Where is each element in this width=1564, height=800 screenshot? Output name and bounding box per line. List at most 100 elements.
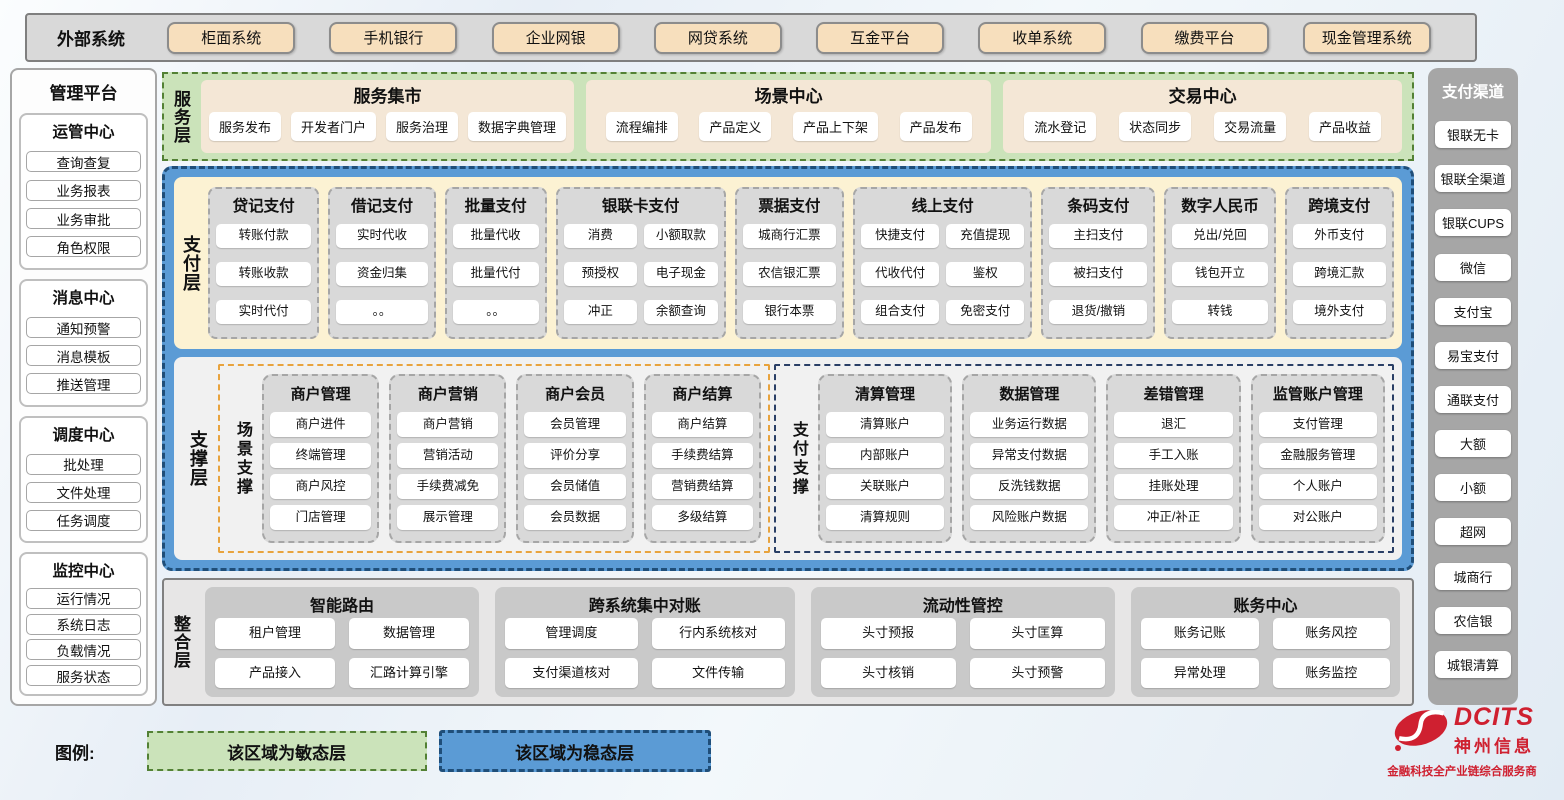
service-item-node: 产品定义 <box>699 112 772 141</box>
support-capability-node: 风险账户数据 <box>970 505 1089 530</box>
integration-layer: 整合层 智能路由 租户管理数据管理产品接入汇路计算引擎 跨系统集中对账 管理调度… <box>162 578 1414 706</box>
payment-capability-node: 跨境汇款 <box>1292 262 1386 286</box>
dcits-logo: DCITS 神州信息 金融科技全产业链综合服务商 <box>1366 702 1558 779</box>
payment-capability-node: 兑出/兑回 <box>1172 224 1268 248</box>
support-capability-node: 商户风控 <box>270 474 372 499</box>
service-item-node: 开发者门户 <box>291 112 377 141</box>
integration-capability-node: 账务风控 <box>1272 618 1390 649</box>
integration-capability-node: 头寸预警 <box>969 657 1106 688</box>
payment-channel-node: 银联无卡 <box>1435 121 1511 149</box>
payment-channel-node: 银联CUPS <box>1435 209 1511 237</box>
payment-capability-node: 主扫支付 <box>1049 224 1148 248</box>
management-item-node: 消息模板 <box>26 345 141 367</box>
service-group-trade-center: 交易中心 流水登记状态同步交易流量产品收益 <box>1003 80 1402 153</box>
integration-group: 账务中心 账务记账账务风控异常处理账务监控 <box>1131 587 1400 697</box>
support-capability-node: 手续费减免 <box>397 474 499 499</box>
management-platform-title: 管理平台 <box>49 84 118 103</box>
payment-group-title: 银联卡支付 <box>601 198 680 215</box>
service-group-title: 交易中心 <box>1168 87 1237 106</box>
payment-channel-node: 大额 <box>1435 430 1511 458</box>
management-group-items: 批处理文件处理任务调度 <box>26 447 141 535</box>
logo-tagline: 金融科技全产业链综合服务商 <box>1387 766 1537 778</box>
integration-group: 流动性管控 头寸预报头寸匡算头寸核销头寸预警 <box>810 587 1116 697</box>
support-group-title: 商户营销 <box>417 386 478 403</box>
service-group-scene-center: 场景中心 流程编排产品定义产品上下架产品发布 <box>586 80 992 153</box>
payment-capability-node: 组合支付 <box>861 300 940 324</box>
stable-layer-panel: 支付层 贷记支付 转账付款转账收款实时代付 借记支付 实时代收资金归集。。 批量… <box>162 166 1414 571</box>
service-group-items: 流水登记状态同步交易流量产品收益 <box>1011 107 1394 146</box>
support-capability-node: 门店管理 <box>270 505 372 530</box>
service-group-items: 服务发布开发者门户服务治理数据字典管理 <box>209 107 567 146</box>
support-group-title: 商户结算 <box>672 386 733 403</box>
support-layer-label: 支撑层 <box>188 430 208 487</box>
support-capability-node: 会员储值 <box>524 474 626 499</box>
legend-label: 图例: <box>55 743 95 763</box>
support-capability-node: 会员管理 <box>524 412 626 437</box>
external-systems-title: 外部系统 <box>57 30 125 49</box>
scene-support-label-wrap: 场景支撑 <box>227 374 257 543</box>
legend: 图例: 该区域为敏态层 该区域为稳态层 <box>55 730 711 772</box>
management-item-node: 运行情况 <box>26 587 141 609</box>
payment-channel-node: 易宝支付 <box>1435 341 1511 369</box>
external-systems-list: 柜面系统手机银行企业网银网贷系统互金平台收单系统缴费平台现金管理系统 <box>133 21 1465 54</box>
payment-channel-node: 农信银 <box>1435 606 1511 634</box>
support-capability-node: 商户结算 <box>651 412 753 437</box>
service-layer-label: 服务层 <box>171 89 190 144</box>
integration-capability-node: 支付渠道核对 <box>505 657 638 688</box>
payment-channel-node: 超网 <box>1435 518 1511 546</box>
payment-capability-node: 代收代付 <box>861 262 940 286</box>
support-capability-node: 金融服务管理 <box>1258 443 1377 468</box>
management-item-node: 查询查复 <box>26 151 141 173</box>
payment-group-title: 借记支付 <box>350 198 413 215</box>
management-item-node: 角色权限 <box>26 236 141 258</box>
integration-group-title: 流动性管控 <box>922 598 1003 615</box>
payment-capability-node: 预授权 <box>563 262 638 286</box>
support-group: 数据管理 业务运行数据异常支付数据反洗钱数据风险账户数据 <box>962 374 1097 543</box>
integration-group: 跨系统集中对账 管理调度行内系统核对支付渠道核对文件传输 <box>495 587 795 697</box>
support-layer: 支撑层 场景支撑 商户管理 商户进件终端管理商户风控门店管理 商户营销 商户营销… <box>174 357 1402 560</box>
management-group-items: 查询查复业务报表业务审批角色权限 <box>26 144 141 261</box>
payment-support-section: 支付支撑 清算管理 清算账户内部账户关联账户清算规则 数据管理 业务运行数据异常… <box>773 364 1394 553</box>
payment-capability-node: 银行本票 <box>742 300 836 324</box>
support-capability-node: 冲正/补正 <box>1114 505 1233 530</box>
support-capability-node: 营销费结算 <box>651 474 753 499</box>
payment-layer: 支付层 贷记支付 转账付款转账收款实时代付 借记支付 实时代收资金归集。。 批量… <box>174 177 1402 349</box>
logo-brand: DCITS <box>1454 702 1534 731</box>
support-group: 差错管理 退汇手工入账挂账处理冲正/补正 <box>1106 374 1241 543</box>
payment-channel-node: 通联支付 <box>1435 385 1511 413</box>
payment-capability-node: 境外支付 <box>1292 300 1386 324</box>
payment-group: 批量支付 批量代收批量代付。。 <box>444 187 547 339</box>
payment-group-title: 票据支付 <box>758 198 821 215</box>
integration-capability-node: 数据管理 <box>349 618 470 649</box>
service-group-market: 服务集市 服务发布开发者门户服务治理数据字典管理 <box>201 80 575 153</box>
external-system-node: 收单系统 <box>978 21 1107 54</box>
payment-capability-node: 充值提现 <box>946 224 1025 248</box>
payment-support-label: 支付支撑 <box>789 420 807 497</box>
service-item-node: 产品收益 <box>1309 112 1382 141</box>
management-group-title: 消息中心 <box>52 289 115 307</box>
external-system-node: 企业网银 <box>491 21 620 54</box>
support-capability-node: 个人账户 <box>1258 474 1377 499</box>
payment-capability-node: 钱包开立 <box>1172 262 1268 286</box>
integration-capability-node: 头寸预报 <box>820 618 956 649</box>
payment-group: 线上支付 快捷支付充值提现代收代付鉴权组合支付免密支付 <box>853 187 1033 339</box>
payment-capability-node: 电子现金 <box>644 262 718 286</box>
support-group-title: 数据管理 <box>999 386 1060 403</box>
support-capability-node: 清算账户 <box>825 412 945 437</box>
management-item-node: 系统日志 <box>26 613 141 635</box>
payment-capability-node: 转账付款 <box>216 224 312 248</box>
integration-capability-node: 账务监控 <box>1272 657 1390 688</box>
payment-columns: 贷记支付 转账付款转账收款实时代付 借记支付 实时代收资金归集。。 批量支付 批… <box>208 183 1394 343</box>
payment-capability-node: 转账收款 <box>216 262 312 286</box>
payment-channel-node: 银联全渠道 <box>1435 165 1511 193</box>
service-item-node: 产品上下架 <box>792 112 878 141</box>
payment-group: 数字人民币 兑出/兑回钱包开立转钱 <box>1164 187 1276 339</box>
integration-capability-node: 异常处理 <box>1141 657 1259 688</box>
scene-support-columns: 商户管理 商户进件终端管理商户风控门店管理 商户营销 商户营销营销活动手续费减免… <box>262 374 761 543</box>
payment-capability-node: 。。 <box>336 300 428 324</box>
external-system-node: 缴费平台 <box>1140 21 1269 54</box>
external-system-node: 手机银行 <box>329 21 458 54</box>
payment-capability-node: 转钱 <box>1172 300 1268 324</box>
